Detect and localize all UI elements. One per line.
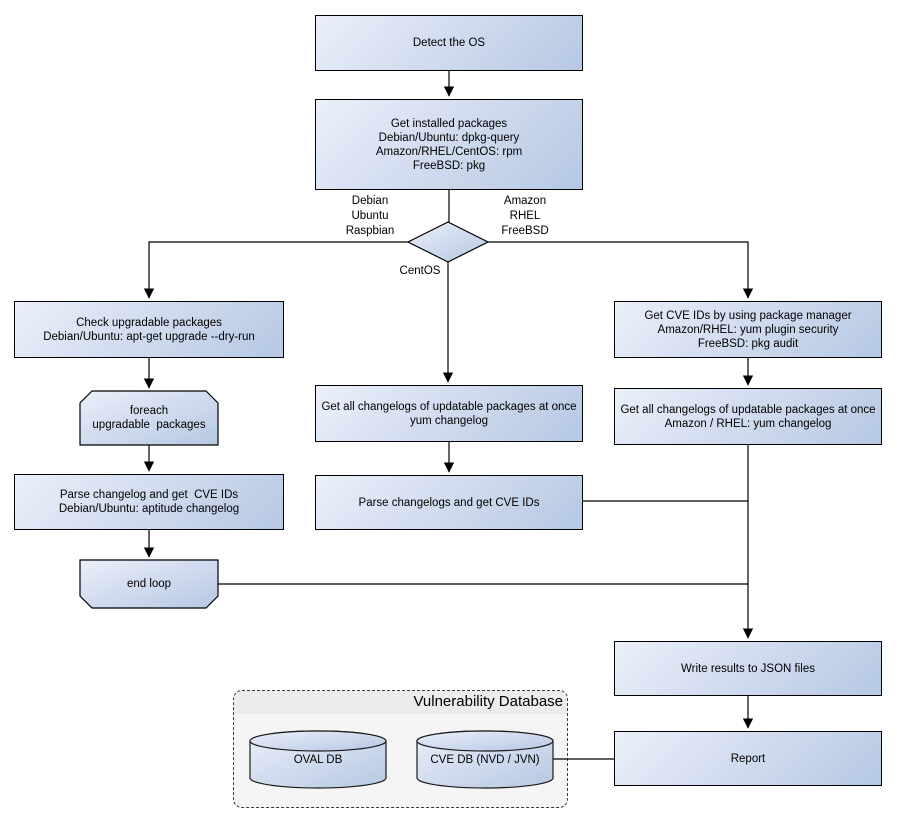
end-loop-label-box: end loop	[80, 560, 218, 608]
end-loop-shape	[79, 559, 219, 609]
foreach-loop-label: foreach upgradable packages	[92, 405, 206, 431]
cve-db-label: CVE DB (NVD / JVN)	[430, 754, 540, 766]
oval-db-label-box: OVAL DB	[250, 746, 386, 774]
node-get-cve-ids-pkg-manager: Get CVE IDs by using package manager Ama…	[614, 301, 882, 358]
node-check-upgradable-packages: Check upgradable packages Debian/Ubuntu:…	[14, 301, 284, 358]
edge-decision-to-get-cve-ids	[488, 241, 754, 299]
node-get-cve-ids-pkg-manager-label: Get CVE IDs by using package manager Ama…	[644, 309, 852, 350]
node-get-changelogs-centos-label: Get all changelogs of updatable packages…	[321, 400, 577, 427]
node-report: Report	[614, 731, 882, 786]
os-decision-diamond	[406, 221, 490, 263]
node-detect-os-label: Detect the OS	[412, 37, 486, 49]
node-parse-changelog-left-label: Parse changelog and get CVE IDs Debian/U…	[58, 489, 240, 515]
end-loop-label: end loop	[126, 578, 172, 590]
node-get-changelogs-amazon-rhel-label: Get all changelogs of updatable packages…	[620, 403, 876, 430]
node-get-installed-packages: Get installed packages Debian/Ubuntu: dp…	[315, 99, 583, 190]
branch-label-amazon: Amazon RHEL FreeBSD	[501, 195, 549, 237]
node-parse-changelogs-centos: Parse changelogs and get CVE IDs	[315, 475, 583, 530]
node-get-changelogs-centos: Get all changelogs of updatable packages…	[315, 385, 583, 442]
node-parse-changelog-left: Parse changelog and get CVE IDs Debian/U…	[14, 474, 284, 530]
foreach-loop-label-box: foreach upgradable packages	[80, 391, 218, 445]
node-write-results-json: Write results to JSON files	[614, 641, 882, 696]
edge-decision-to-check-upgradable	[143, 241, 408, 299]
flow-edges	[143, 71, 754, 760]
node-get-installed-packages-label: Get installed packages Debian/Ubuntu: dp…	[375, 117, 523, 172]
node-get-changelogs-amazon-rhel: Get all changelogs of updatable packages…	[614, 388, 882, 445]
oval-db-label: OVAL DB	[293, 754, 343, 766]
oval-db-cylinder	[249, 730, 387, 789]
node-report-label: Report	[730, 752, 766, 765]
vulnerability-database-header	[234, 691, 567, 714]
node-detect-os: Detect the OS	[315, 15, 583, 71]
vulnerability-database-title: Vulnerability Database	[413, 693, 563, 710]
node-write-results-json-label: Write results to JSON files	[681, 662, 815, 675]
node-parse-changelogs-centos-label: Parse changelogs and get CVE IDs	[358, 496, 540, 509]
branch-label-centos: CentOS	[399, 265, 441, 277]
branch-label-debian: Debian Ubuntu Raspbian	[345, 195, 395, 237]
node-check-upgradable-packages-label: Check upgradable packages Debian/Ubuntu:…	[43, 316, 255, 343]
cve-db-label-box: CVE DB (NVD / JVN)	[417, 746, 553, 774]
foreach-loop-shape	[79, 390, 219, 446]
cve-db-cylinder	[416, 730, 554, 789]
